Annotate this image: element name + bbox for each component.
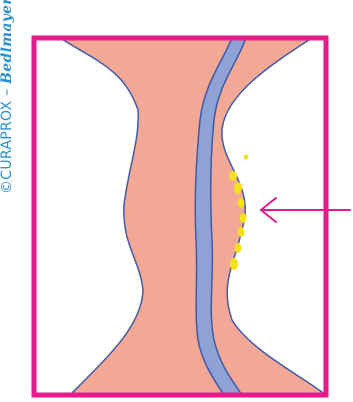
deposit-dot (240, 213, 247, 223)
deposit-dot (229, 171, 237, 181)
deposit-dot (244, 155, 249, 160)
deposit-dot (234, 182, 242, 194)
tissue-texture (60, 38, 326, 395)
pointer-arrow (261, 198, 350, 222)
deposit-dot (238, 227, 245, 237)
deposit-dot (230, 258, 238, 270)
deposit-dot (235, 243, 242, 253)
deposit-dot (238, 198, 245, 208)
